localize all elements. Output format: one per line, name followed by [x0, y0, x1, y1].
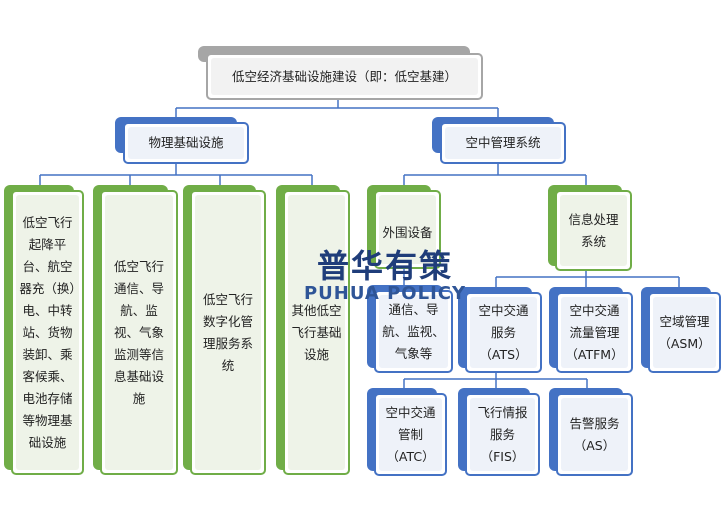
- info-item-asm: 空域管理（ASM）: [641, 287, 721, 373]
- ats-item-label: 飞行情报服务（FIS）: [477, 404, 528, 464]
- physical-item-2: 低空飞行通信、导航、监视、气象监测等信息基础设施: [93, 185, 178, 475]
- peripheral-detail-node: 通信、导航、监视、气象等: [367, 285, 453, 373]
- info-item-ats: 空中交通服务（ATS）: [458, 287, 542, 373]
- root-node: 低空经济基础设施建设（即：低空基建）: [198, 46, 483, 102]
- physical-item-3: 低空飞行数字化管理服务系统: [183, 185, 266, 475]
- physical-branch-node: 物理基础设施: [115, 117, 249, 165]
- physical-item-label: 低空飞行起降平台、航空器充（换）电、中转站、货物装卸、乘客候乘、电池存储等物理基…: [19, 214, 76, 450]
- root-label: 低空经济基础设施建设（即：低空基建）: [231, 68, 457, 84]
- info-item-label: 空中交通服务（ATS）: [478, 302, 529, 362]
- peripheral-label: 外围设备: [382, 225, 433, 240]
- physical-item-label: 低空飞行数字化管理服务系统: [202, 291, 253, 373]
- info-item-atfm: 空中交通流量管理（ATFM）: [549, 287, 633, 373]
- peripheral-node: 外围设备: [367, 185, 441, 269]
- info-item-label: 空中交通流量管理（ATFM）: [565, 302, 624, 362]
- physical-branch-label: 物理基础设施: [148, 135, 224, 150]
- info-processing-label: 信息处理系统: [568, 211, 619, 249]
- physical-item-label: 其他低空飞行基础设施: [291, 302, 342, 362]
- ats-item-label: 告警服务（AS）: [569, 415, 620, 453]
- airspace-branch-label: 空中管理系统: [465, 135, 541, 150]
- ats-item-label: 空中交通管制（ATC）: [385, 404, 436, 464]
- ats-item-fis: 飞行情报服务（FIS）: [458, 388, 540, 476]
- physical-item-4: 其他低空飞行基础设施: [276, 185, 350, 475]
- info-item-label: 空域管理（ASM）: [658, 313, 711, 351]
- info-processing-node: 信息处理系统: [548, 185, 632, 271]
- airspace-branch-node: 空中管理系统: [432, 117, 566, 165]
- ats-item-as: 告警服务（AS）: [549, 388, 633, 476]
- physical-item-1: 低空飞行起降平台、航空器充（换）电、中转站、货物装卸、乘客候乘、电池存储等物理基…: [4, 185, 84, 475]
- physical-item-label: 低空飞行通信、导航、监视、气象监测等信息基础设施: [113, 258, 164, 406]
- ats-item-atc: 空中交通管制（ATC）: [367, 388, 447, 476]
- peripheral-detail-label: 通信、导航、监视、气象等: [382, 301, 445, 361]
